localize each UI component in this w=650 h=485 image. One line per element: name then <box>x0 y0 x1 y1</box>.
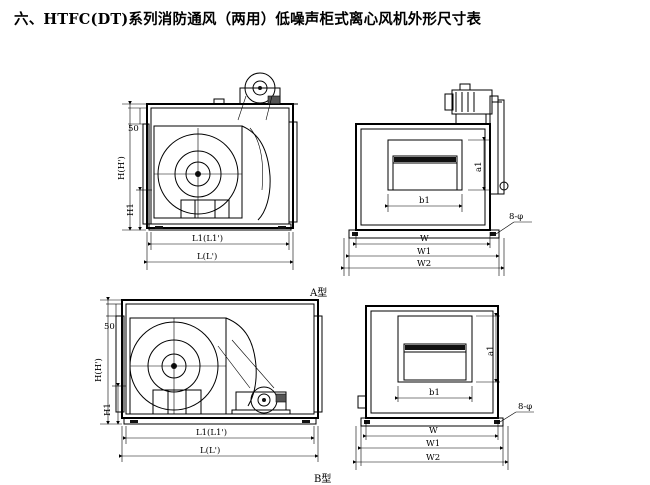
b-dim-l1: L1(L1') <box>196 427 227 438</box>
a-dim-w2: W2 <box>417 259 431 269</box>
b-dim-h: H(H') <box>93 358 104 382</box>
a-dim-w1: W1 <box>417 247 431 257</box>
a-dim-b1: b1 <box>419 196 430 206</box>
a-dim-a1: a1 <box>474 162 484 172</box>
b-side-view <box>100 297 323 462</box>
b-dim-w1: W1 <box>426 439 440 449</box>
a-front-view <box>341 83 532 276</box>
b-dim-b1: b1 <box>429 388 440 398</box>
page-title: 六、HTFC(DT)系列消防通风（两用）低噪声柜式离心风机外形尺寸表 <box>14 11 482 28</box>
b-dim-holes: 8-φ <box>518 402 532 412</box>
b-type-label: B型 <box>314 472 331 485</box>
a-dim-w: W <box>420 234 429 244</box>
a-dim-l: L(L') <box>197 251 217 262</box>
b-dim-l: L(L') <box>200 445 220 456</box>
a-dim-50: 50 <box>128 124 139 134</box>
a-dim-h1: H1 <box>126 203 136 216</box>
b-dim-h1: H1 <box>103 403 113 416</box>
a-side-view <box>122 72 298 270</box>
a-dim-l1: L1(L1') <box>192 233 223 244</box>
b-dim-w: W <box>429 426 438 436</box>
b-dim-w2: W2 <box>426 453 440 463</box>
b-front-view <box>353 305 534 470</box>
a-type-label: A型 <box>309 286 327 299</box>
a-dim-h: H(H') <box>116 156 127 180</box>
b-dim-a1: a1 <box>486 346 496 356</box>
a-dim-holes: 8-φ <box>509 212 523 222</box>
b-dim-50: 50 <box>104 322 115 332</box>
